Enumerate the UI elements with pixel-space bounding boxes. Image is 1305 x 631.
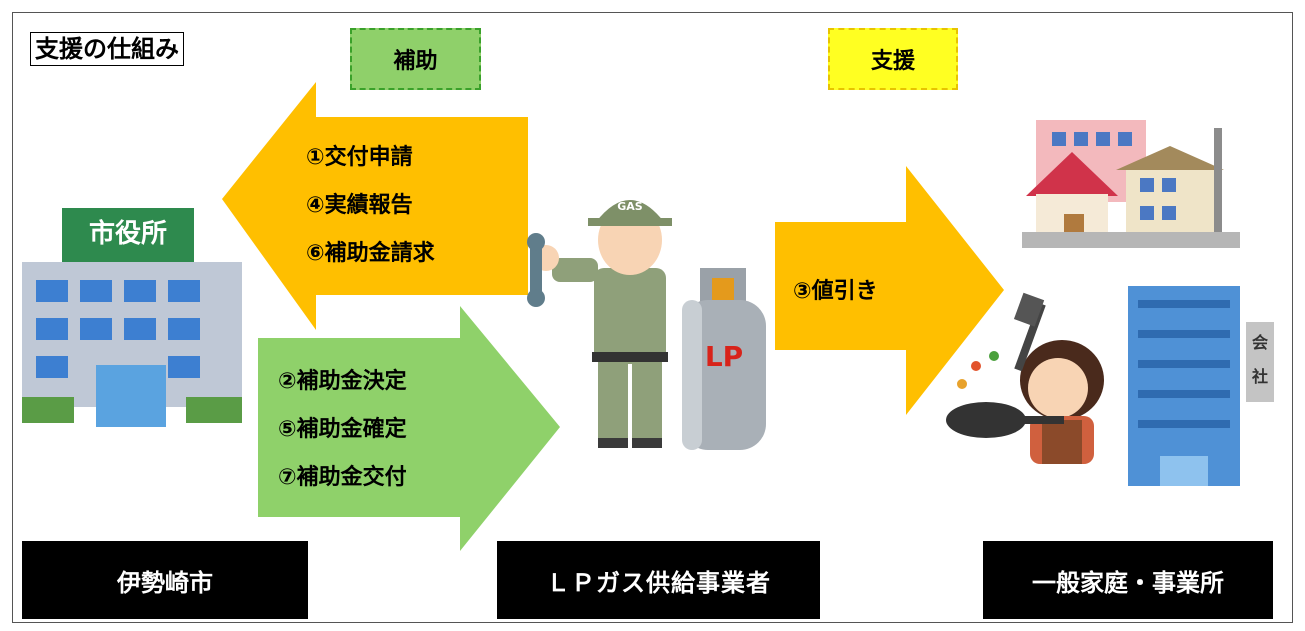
step-7-label: ⑦補助金交付 — [278, 465, 407, 490]
cooking-woman-illustration — [946, 292, 1104, 464]
arrow-right-orange — [775, 166, 1004, 415]
company-sign: 会社 — [1251, 333, 1268, 386]
arrow-left-orange — [222, 82, 528, 330]
houses-illustration — [1022, 120, 1240, 248]
page-title: 支援の仕組み — [30, 32, 184, 66]
city-hall-sign: 市役所 — [88, 219, 167, 249]
step-2-label: ②補助金決定 — [278, 369, 407, 394]
label-isesaki-city: 伊勢崎市 — [22, 541, 308, 619]
tank-label: LP — [704, 340, 744, 373]
arrow-green-text: ②補助金決定 ⑤補助金確定 ⑦補助金交付 — [278, 358, 407, 502]
gas-worker-illustration — [527, 200, 672, 448]
city-hall-illustration — [22, 208, 242, 427]
worker-cap-text: GAS — [617, 200, 643, 213]
arrow-left-text: ①交付申請 ④実績報告 ⑥補助金請求 — [306, 134, 435, 278]
label-household-business: 一般家庭・事業所 — [983, 541, 1273, 619]
arrow-right-green — [258, 306, 560, 551]
label-lp-gas-supplier: ＬＰガス供給事業者 — [497, 541, 820, 619]
step-1-label: ①交付申請 — [306, 145, 413, 170]
step-4-label: ④実績報告 — [306, 193, 413, 218]
badge-subsidy: 補助 — [350, 28, 481, 90]
arrow-right-text: ③値引き — [793, 268, 878, 316]
step-5-label: ⑤補助金確定 — [278, 417, 407, 442]
lp-tank-illustration — [682, 268, 766, 450]
step-6-label: ⑥補助金請求 — [306, 241, 435, 266]
badge-support: 支援 — [828, 28, 958, 90]
step-3-label: ③値引き — [793, 279, 878, 304]
office-building-illustration — [1128, 286, 1274, 486]
